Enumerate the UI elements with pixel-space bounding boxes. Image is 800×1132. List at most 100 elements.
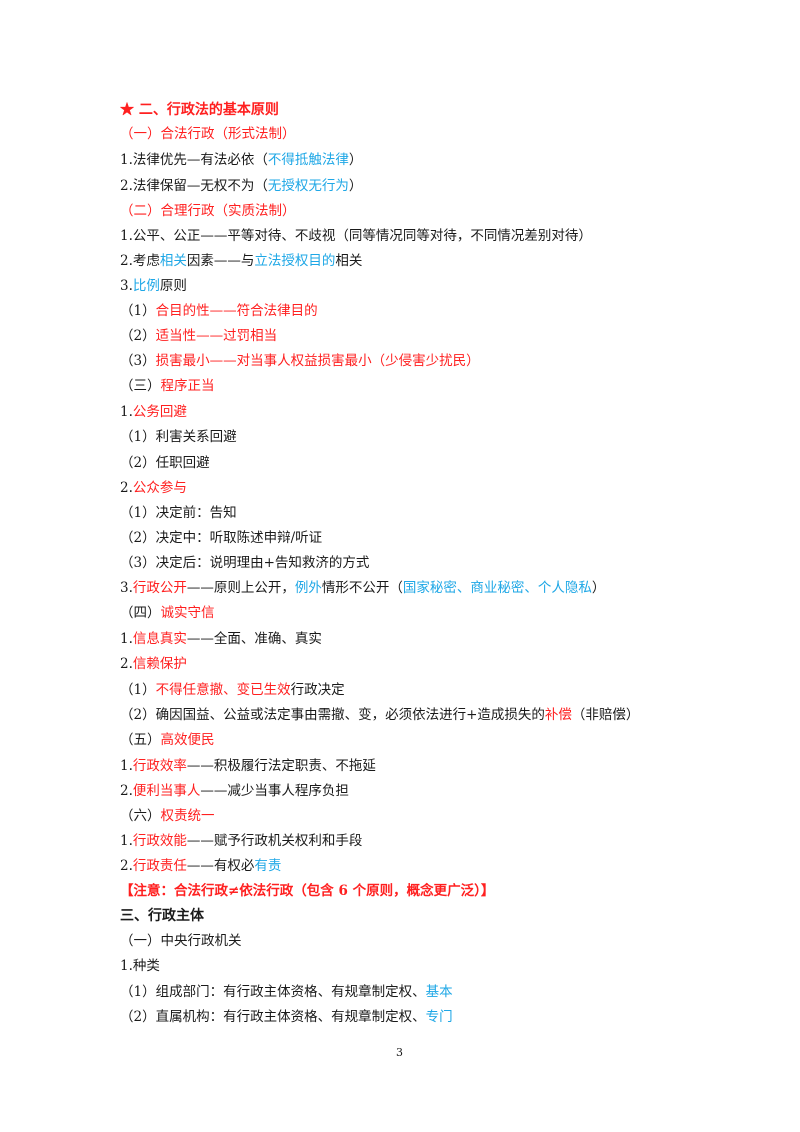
text-segment: （一）合法行政（形式法制） [120,126,296,142]
text-line: 3.比例原则 [120,277,187,295]
text-segment: （2）决定中：听取陈述申辩/听证 [120,530,323,546]
text-segment: （一）中央行政机关 [120,933,242,949]
text-segment: ——原则上公开， [186,580,295,596]
text-segment: （五） [120,732,161,748]
text-segment: 补偿 [544,707,572,723]
text-line: 1.公务回避 [120,403,187,421]
text-segment: 高效便民 [160,732,215,748]
text-line: 2.考虑相关因素——与立法授权目的相关 [120,252,362,270]
text-segment: 1.种类 [120,958,160,974]
text-segment: 2. [120,783,133,799]
text-segment: 2. [120,480,133,496]
text-segment: 不得任意撤、变已生效 [155,682,291,698]
text-line: 2.便利当事人——减少当事人程序负担 [120,782,349,800]
text-segment: ——有权必 [186,858,255,874]
text-segment: 相关 [159,253,187,269]
text-segment: 适当性——过罚相当 [155,328,278,344]
text-segment: （2）任职回避 [120,455,210,471]
text-line: （五）高效便民 [120,731,215,749]
text-segment: 国家秘密、商业秘密、个人隐私 [402,580,592,596]
text-segment: 原则 [159,278,187,294]
text-segment: （1） [120,682,156,698]
text-segment: （1） [120,303,156,319]
text-segment: 基本 [425,984,453,1000]
page-number: 3 [396,1046,403,1059]
text-segment: 情形不公开（ [321,580,403,596]
text-line: （一）中央行政机关 [120,932,242,950]
text-line: 2.行政责任——有权必有责 [120,857,281,875]
text-segment: ——全面、准确、真实 [186,631,322,647]
text-segment: ） [348,152,363,168]
text-line: 3.行政公开——原则上公开，例外情形不公开（国家秘密、商业秘密、个人隐私） [120,579,605,597]
text-line: （2）确因国益、公益或法定事由需撤、变，必须依法进行+造成损失的补偿（非赔偿） [120,706,639,724]
text-segment: 程序正当 [160,378,215,394]
text-segment: 损害最小——对当事人权益损害最小（少侵害少扰民） [155,353,480,369]
text-segment: 【注意：合法行政≠依法行政（包含 6 个原则，概念更广泛）】 [120,883,495,899]
text-line: 2.信赖保护 [120,655,187,673]
text-segment: 行政公开 [132,580,187,596]
text-segment: （1）组成部门：有行政主体资格、有规章制定权、 [120,984,426,1000]
text-segment: 比例 [132,278,160,294]
text-segment: 1. [120,404,133,420]
text-segment: 1.法律优先—有法必依（ [120,152,268,168]
text-segment: 行政责任 [132,858,187,874]
text-segment: 行政效率 [132,758,187,774]
section-heading: ★ 二、行政法的基本原则 [120,101,279,119]
text-segment: 3. [120,278,133,294]
text-line: （四）诚实守信 [120,604,215,622]
text-segment: （3） [120,353,156,369]
text-line: 2.公众参与 [120,479,187,497]
text-segment: 公务回避 [132,404,187,420]
text-segment: 1.公平、公正——平等对待、不歧视（同等情况同等对待，不同情况差别对待） [120,228,592,244]
text-line: （一）合法行政（形式法制） [120,125,296,143]
text-line: （2）适当性——过罚相当 [120,327,277,345]
text-segment: 行政效能 [132,833,187,849]
text-segment: （三） [120,378,161,394]
text-segment: 专门 [425,1009,453,1025]
text-segment: 2.考虑 [120,253,160,269]
text-line: （2）决定中：听取陈述申辩/听证 [120,529,322,547]
text-segment: 1. [120,833,133,849]
text-line: （三）程序正当 [120,377,215,395]
text-line: （二）合理行政（实质法制） [120,202,296,220]
text-line: 【注意：合法行政≠依法行政（包含 6 个原则，概念更广泛）】 [120,882,494,900]
section-heading: 三、行政主体 [120,907,204,925]
text-segment: （1）利害关系回避 [120,429,237,445]
text-line: 1.行政效率——积极履行法定职责、不拖延 [120,757,376,775]
text-segment: 2. [120,858,133,874]
text-segment: 信息真实 [132,631,187,647]
text-segment: 相关 [335,253,363,269]
text-segment: 无授权无行为 [267,178,349,194]
text-segment: 信赖保护 [132,656,187,672]
text-line: 1.信息真实——全面、准确、真实 [120,630,322,648]
text-segment: （1）决定前：告知 [120,505,237,521]
text-segment: 1. [120,758,133,774]
text-line: （1）不得任意撤、变已生效行政决定 [120,681,345,699]
text-segment: 行政决定 [290,682,345,698]
text-segment: （非赔偿） [571,707,640,723]
text-segment: 权责统一 [160,808,215,824]
text-segment: ） [348,178,363,194]
text-line: （3）决定后：说明理由+告知救济的方式 [120,554,369,572]
text-line: （2）直属机构：有行政主体资格、有规章制定权、专门 [120,1008,453,1026]
text-line: （1）组成部门：有行政主体资格、有规章制定权、基本 [120,983,453,1001]
text-line: 2.法律保留—无权不为（无授权无行为） [120,177,362,195]
text-segment: ——减少当事人程序负担 [200,783,349,799]
text-segment: 不得抵触法律 [267,152,349,168]
text-segment: （3）决定后：说明理由+告知救济的方式 [120,555,370,571]
text-line: （1）利害关系回避 [120,428,237,446]
text-segment: 合目的性——符合法律目的 [155,303,318,319]
text-line: 1.公平、公正——平等对待、不歧视（同等情况同等对待，不同情况差别对待） [120,227,592,245]
text-segment: （2）直属机构：有行政主体资格、有规章制定权、 [120,1009,426,1025]
text-segment: 2. [120,656,133,672]
text-segment: 3. [120,580,133,596]
text-segment: ——积极履行法定职责、不拖延 [186,758,376,774]
text-segment: （六） [120,808,161,824]
text-segment: 诚实守信 [160,605,215,621]
text-line: 1.行政效能——赋予行政机关权利和手段 [120,832,362,850]
text-segment: 2.法律保留—无权不为（ [120,178,268,194]
text-line: （1）合目的性——符合法律目的 [120,302,318,320]
text-segment: （二）合理行政（实质法制） [120,203,296,219]
text-segment: 因素——与 [186,253,255,269]
